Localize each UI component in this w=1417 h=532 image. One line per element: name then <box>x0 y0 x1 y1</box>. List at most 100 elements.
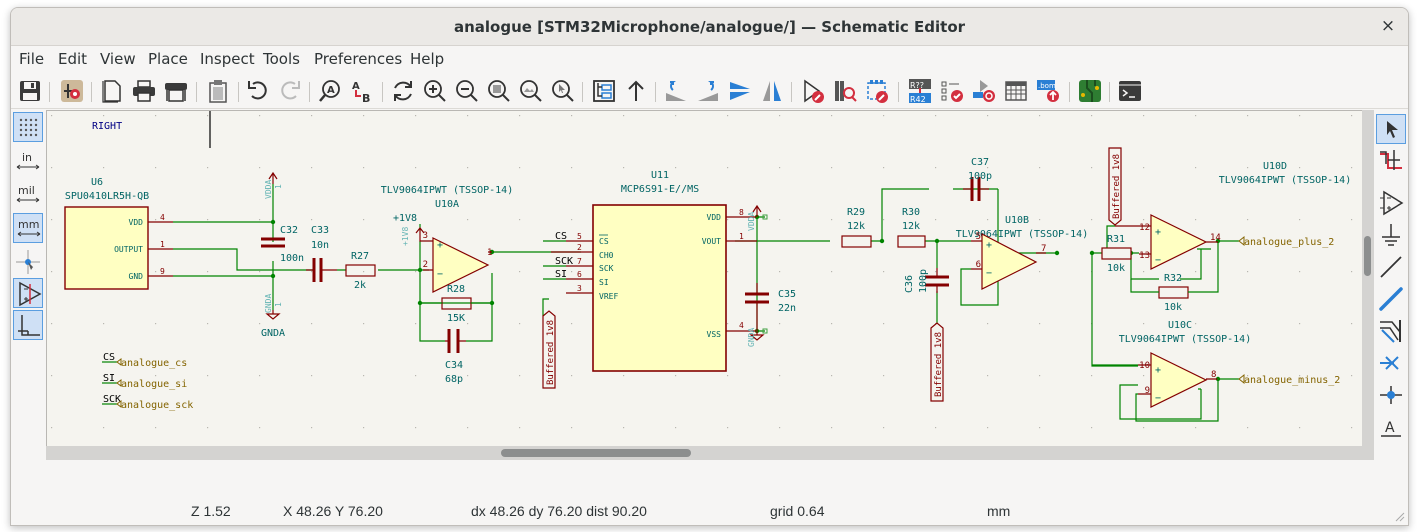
hierarchy-navigator-icon[interactable] <box>591 78 617 104</box>
zoom-selection-icon[interactable] <box>550 78 576 104</box>
symbol-fields-table-icon[interactable] <box>1003 78 1029 104</box>
horizontal-scrollbar[interactable] <box>46 446 1362 460</box>
u10b-ref: U10B <box>1005 215 1029 226</box>
zoom-fit-icon[interactable] <box>486 78 512 104</box>
menu-tools[interactable]: Tools <box>263 50 300 68</box>
close-button[interactable]: × <box>1380 16 1396 36</box>
resistor-r32[interactable]: R32 10k <box>1130 241 1219 313</box>
schematic-setup-icon[interactable] <box>59 78 85 104</box>
capacitor-c35[interactable]: C35 22n <box>745 283 796 331</box>
cursor-crosshair-button[interactable] <box>13 247 43 277</box>
add-label-button[interactable]: A <box>1376 412 1406 442</box>
zoom-in-icon[interactable] <box>422 78 448 104</box>
highlight-net-button[interactable] <box>1376 146 1406 176</box>
add-no-connect-button[interactable] <box>1376 348 1406 378</box>
line-mode-button[interactable] <box>13 310 43 340</box>
global-label-buffered-1v8-b[interactable]: Buffered 1v8 <box>930 322 944 402</box>
global-label-analogue-minus[interactable]: analogue_minus_2 <box>1238 373 1340 386</box>
capacitor-c32[interactable]: C32 100n <box>261 225 304 264</box>
undo-icon[interactable] <box>245 78 271 104</box>
u11-pin-sck-name: SCK <box>599 264 614 273</box>
capacitor-c33[interactable]: C33 10n <box>306 225 337 282</box>
vertical-scroll-thumb[interactable] <box>1364 236 1371 276</box>
power-gnda-1[interactable]: GNDA 1 GNDA <box>261 294 285 339</box>
scripting-console-icon[interactable] <box>1117 78 1143 104</box>
schematic-canvas[interactable]: RIGHT U6 SPU0410LR5H-QB VDD OUTPUT GND 4… <box>46 110 1364 448</box>
mirror-vertical-icon[interactable] <box>727 78 753 104</box>
menu-preferences[interactable]: Preferences <box>314 50 403 68</box>
units-mil-button[interactable]: mil <box>13 180 43 210</box>
opamp-u10d[interactable]: U10D TLV9064IPWT (TSSOP-14) + − 12 13 14 <box>1114 161 1351 270</box>
redo-icon[interactable] <box>277 78 303 104</box>
resistor-r29[interactable]: R29 12k <box>841 207 872 248</box>
window-title: analogue [STM32Microphone/analogue/] — S… <box>453 18 966 36</box>
units-inch-button[interactable]: in <box>13 147 43 177</box>
bom-icon[interactable]: .bom <box>1035 78 1061 104</box>
menu-inspect[interactable]: Inspect <box>200 50 255 68</box>
resistor-r27[interactable]: R27 2k <box>345 251 376 291</box>
symbol-u6[interactable]: U6 SPU0410LR5H-QB VDD OUTPUT GND 4 1 9 <box>64 177 173 290</box>
grid-toggle-button[interactable] <box>13 112 43 142</box>
rotate-cw-icon[interactable] <box>695 78 721 104</box>
svg-text:in: in <box>22 151 32 164</box>
add-junction-button[interactable] <box>1376 380 1406 410</box>
assign-footprints-icon[interactable] <box>971 78 997 104</box>
hier-label-sck[interactable]: SCK analogue_sck <box>102 394 193 411</box>
u11-value: MCP6S91-E//MS <box>621 184 699 195</box>
paste-icon[interactable] <box>205 78 231 104</box>
symbol-editor-icon[interactable] <box>800 78 826 104</box>
zoom-objects-icon[interactable] <box>518 78 544 104</box>
hidden-pins-button[interactable] <box>13 278 43 308</box>
menu-place[interactable]: Place <box>148 50 188 68</box>
refresh-icon[interactable] <box>390 78 416 104</box>
add-symbol-button[interactable] <box>1376 188 1406 218</box>
symbol-library-browser-icon[interactable] <box>832 78 858 104</box>
bus-icon <box>1379 287 1403 311</box>
annotate-icon[interactable]: R??R42 <box>907 78 933 104</box>
zoom-out-icon[interactable] <box>454 78 480 104</box>
resize-grip-icon[interactable] <box>1393 510 1405 522</box>
global-label-buffered-1v8-c[interactable]: Buffered 1v8 <box>1108 147 1122 226</box>
symbol-u11[interactable]: U11 MCP6S91-E//MS CS CH0 SCK SI VREF VDD… <box>543 170 757 372</box>
horizontal-scroll-thumb[interactable] <box>501 449 691 457</box>
menu-file[interactable]: File <box>19 50 45 68</box>
plot-icon[interactable] <box>163 78 189 104</box>
footprint-editor-icon[interactable] <box>864 78 890 104</box>
page-settings-icon[interactable] <box>99 78 125 104</box>
hier-label-cs[interactable]: CS analogue_cs <box>102 352 187 369</box>
global-label-buffered-1v8-a[interactable]: Buffered 1v8 <box>542 310 556 389</box>
menu-view[interactable]: View <box>100 50 136 68</box>
power-vdda-1[interactable]: VDDA 1 <box>264 171 283 199</box>
capacitor-c37[interactable]: C37 100p <box>963 157 992 201</box>
opamp-u10b[interactable]: U10B TLV9064IPWT (TSSOP-14) + − 5 6 7 <box>956 215 1088 290</box>
mirror-horizontal-icon[interactable] <box>759 78 785 104</box>
units-mm-button[interactable]: mm <box>13 213 43 243</box>
menu-edit[interactable]: Edit <box>58 50 88 68</box>
power-gnda-2[interactable]: GNDA <box>747 328 768 347</box>
find-icon[interactable]: A <box>317 78 343 104</box>
vertical-scrollbar[interactable] <box>1362 110 1374 460</box>
pcb-editor-icon[interactable] <box>1077 78 1103 104</box>
global-label-analogue-plus[interactable]: analogue_plus_2 <box>1238 235 1334 248</box>
add-wire-button[interactable] <box>1376 252 1406 282</box>
leave-sheet-icon[interactable] <box>623 78 649 104</box>
erc-icon[interactable] <box>939 78 965 104</box>
opamp-u10a[interactable]: TLV9064IPWT (TSSOP-14) U10A +1V8 + − 3 2… <box>381 185 513 293</box>
resistor-r28[interactable]: R28 15K <box>420 284 492 324</box>
select-tool-button[interactable] <box>1376 114 1406 144</box>
print-icon[interactable] <box>131 78 157 104</box>
rotate-ccw-icon[interactable] <box>663 78 689 104</box>
capacitor-c36[interactable]: C36 100p <box>904 268 949 293</box>
add-bus-entry-button[interactable] <box>1376 316 1406 346</box>
add-power-button[interactable] <box>1376 220 1406 250</box>
save-icon[interactable] <box>17 78 43 104</box>
hier-label-si[interactable]: SI analogue_si <box>102 373 187 390</box>
capacitor-c34[interactable]: C34 68p <box>445 329 466 385</box>
resistor-r30[interactable]: R30 12k <box>897 207 926 248</box>
add-bus-button[interactable] <box>1376 284 1406 314</box>
power-vdda-2[interactable]: VDDA <box>747 204 768 231</box>
resistor-r31[interactable]: R31 10k <box>1101 234 1132 274</box>
menu-help[interactable]: Help <box>410 50 445 68</box>
opamp-u10c[interactable]: U10C TLV9064IPWT (TSSOP-14) + − 10 9 8 <box>1119 320 1251 408</box>
